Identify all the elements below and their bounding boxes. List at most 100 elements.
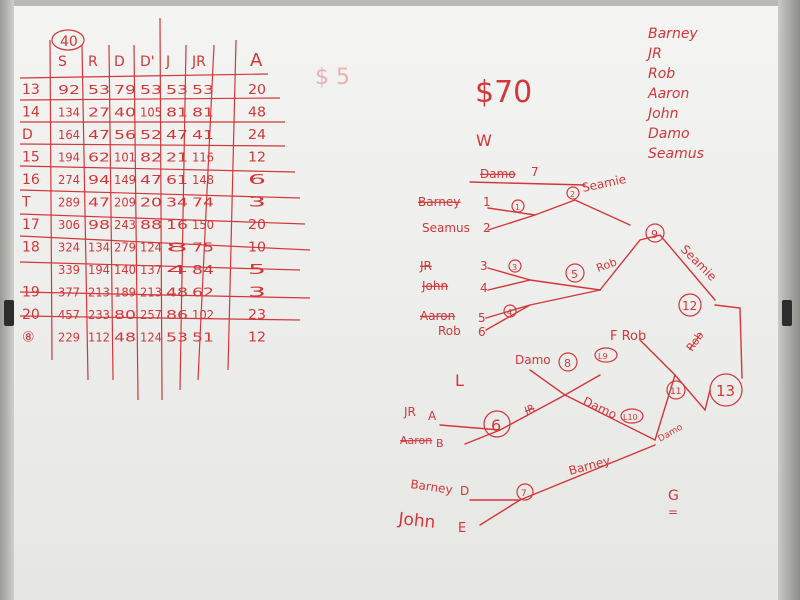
loser-entry-f-rob: F Rob: [610, 329, 646, 344]
table-cell: 213: [140, 286, 162, 300]
winner-label: Rob: [684, 329, 707, 354]
bracket-line: [529, 279, 601, 291]
table-cell: 53: [166, 83, 188, 97]
loser-entry-john: John: [396, 509, 436, 533]
loser-winner-label: Damo: [657, 422, 686, 444]
entry-john-seed: 4: [480, 281, 488, 295]
table-cell: 339: [58, 263, 80, 277]
table-cell: 52: [140, 128, 162, 142]
table-header: JR: [191, 54, 206, 70]
table-header: A: [250, 50, 263, 71]
winners-label: W: [476, 131, 492, 150]
table-cell: 289: [58, 196, 80, 210]
table-col-line: [81, 44, 89, 381]
table-row-label: 13: [22, 82, 40, 98]
entry-seamus-seed: 2: [483, 221, 491, 235]
table-col-line: [227, 39, 237, 371]
bracket-line: [469, 181, 586, 186]
table-row-line: [19, 261, 301, 271]
bracket-line: [534, 199, 576, 216]
table-cell: 102: [192, 308, 214, 322]
bracket-line: [564, 394, 656, 441]
table-cell: 257: [140, 308, 162, 322]
loser-winner-label: Barney: [567, 453, 612, 477]
table-cell: 20: [140, 196, 162, 210]
table-row-label: ⑧: [22, 330, 35, 346]
loser-entry-aaron: Aaron: [400, 434, 432, 447]
table-cell: 47: [166, 128, 188, 142]
player-name: Barney: [648, 26, 698, 42]
table-row-line: [19, 165, 296, 173]
loser-entry-john-tag: E: [458, 521, 466, 536]
table-cell: 74: [192, 196, 214, 210]
table-row-label: 16: [22, 172, 40, 188]
table-cell: 149: [114, 173, 136, 187]
match-circle: [483, 410, 511, 438]
table-row-line: [19, 315, 301, 321]
table-cell: 27: [88, 106, 110, 120]
bracket-line: [499, 394, 566, 431]
table-cell: 306: [58, 218, 80, 232]
match-number: 3: [512, 263, 517, 272]
match-number: 5: [571, 268, 578, 281]
table-cell: 86: [166, 308, 188, 322]
table-cell: 34: [166, 196, 188, 210]
loser-entry-jr: JR: [403, 405, 416, 419]
loser-tag: L10: [623, 413, 638, 422]
table-cell: 21: [166, 151, 188, 165]
match-circle: [516, 483, 534, 501]
table-row-line: [19, 291, 311, 299]
table-cell: 8: [166, 241, 188, 255]
entry-barney-seed: 1: [483, 195, 491, 209]
bracket-line: [599, 234, 716, 301]
table-cell: 81: [166, 106, 188, 120]
table-cell: 51: [192, 331, 214, 345]
losers-label: L: [455, 371, 464, 390]
table-row-label: 20: [22, 307, 40, 323]
table-cell: 279: [114, 241, 136, 255]
match-circle: [666, 380, 686, 400]
table-row-line: [19, 143, 286, 147]
player-name: Aaron: [647, 86, 689, 102]
match-number: 1: [515, 203, 520, 212]
loser-entry-barney: Barney: [410, 477, 454, 497]
table-row-line: [19, 213, 306, 225]
table-row-label: D: [22, 127, 33, 143]
table-header: D': [140, 54, 155, 70]
match-circle: [645, 223, 665, 243]
entry-rob: Rob: [438, 324, 461, 338]
table-cell: 81: [192, 106, 214, 120]
loser-winner-label: JR: [522, 403, 536, 417]
prize-amount: $70: [475, 75, 532, 110]
table-cell: 48: [114, 331, 136, 345]
table-col-line: [179, 44, 187, 391]
losers-bracket: L Damo JR A Aaron B Barney D John E F Ro…: [396, 329, 711, 536]
winner-label: Seamie: [581, 172, 628, 195]
table-cell: 124: [140, 241, 162, 255]
table-cell: 53: [140, 83, 162, 97]
match-number: 2: [570, 190, 575, 199]
grand-final-label: G: [668, 488, 679, 504]
table-cell: 194: [58, 151, 80, 165]
table-cell: 80: [114, 308, 136, 322]
table-cell: 243: [114, 218, 136, 232]
entry-aaron: Aaron: [420, 309, 455, 323]
match-circle: [511, 199, 525, 213]
table-cell: 48: [248, 106, 266, 121]
table-cell: 16: [166, 218, 188, 232]
table-cell: 164: [58, 128, 80, 142]
table-cell: 98: [88, 218, 110, 232]
table-header: S: [58, 54, 67, 70]
match-circle: [678, 293, 702, 317]
entry-aaron-seed: 5: [478, 311, 486, 325]
table-cell: 3: [248, 196, 266, 211]
grand-final-underline: =: [668, 505, 678, 519]
table-cell: 5: [248, 263, 266, 278]
table-row-line: [19, 73, 269, 79]
entry-damo: Damo: [480, 167, 516, 181]
player-name: Damo: [648, 126, 690, 142]
